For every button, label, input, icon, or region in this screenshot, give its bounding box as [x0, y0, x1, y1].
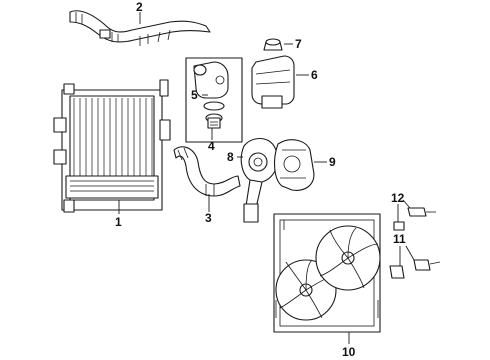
callout-1: 1 — [115, 215, 122, 229]
upper-radiator-hose[interactable] — [69, 10, 211, 46]
thermostat-gasket — [203, 101, 225, 111]
fan-right — [315, 225, 381, 291]
thermostat-group[interactable] — [185, 57, 243, 143]
callout-2: 2 — [136, 0, 143, 14]
thermostat-housing — [193, 61, 229, 99]
water-pump[interactable] — [240, 137, 279, 223]
callout-11: 11 — [393, 232, 406, 246]
coolant-temperature-sensor[interactable] — [393, 207, 436, 231]
thermostat — [205, 113, 223, 129]
lower-radiator-hose[interactable] — [173, 146, 241, 197]
callout-3: 3 — [205, 211, 212, 225]
callout-7: 7 — [295, 37, 302, 51]
radiator-fan-assembly[interactable] — [273, 213, 381, 333]
callout-9: 9 — [329, 155, 336, 169]
radiator[interactable] — [53, 79, 171, 213]
callout-6: 6 — [311, 68, 318, 82]
reservoir-cap[interactable] — [263, 38, 283, 51]
callout-8: 8 — [227, 150, 234, 164]
water-pump-housing[interactable] — [273, 139, 315, 191]
radiator-core-fins — [73, 98, 153, 198]
fan-relay-connectors[interactable] — [389, 259, 441, 279]
coolant-reservoir[interactable] — [251, 55, 295, 109]
callout-5: 5 — [191, 88, 198, 102]
callout-12: 12 — [391, 191, 405, 205]
leader-lines — [118, 12, 415, 344]
callout-10: 10 — [342, 345, 356, 359]
callout-4: 4 — [208, 139, 215, 153]
